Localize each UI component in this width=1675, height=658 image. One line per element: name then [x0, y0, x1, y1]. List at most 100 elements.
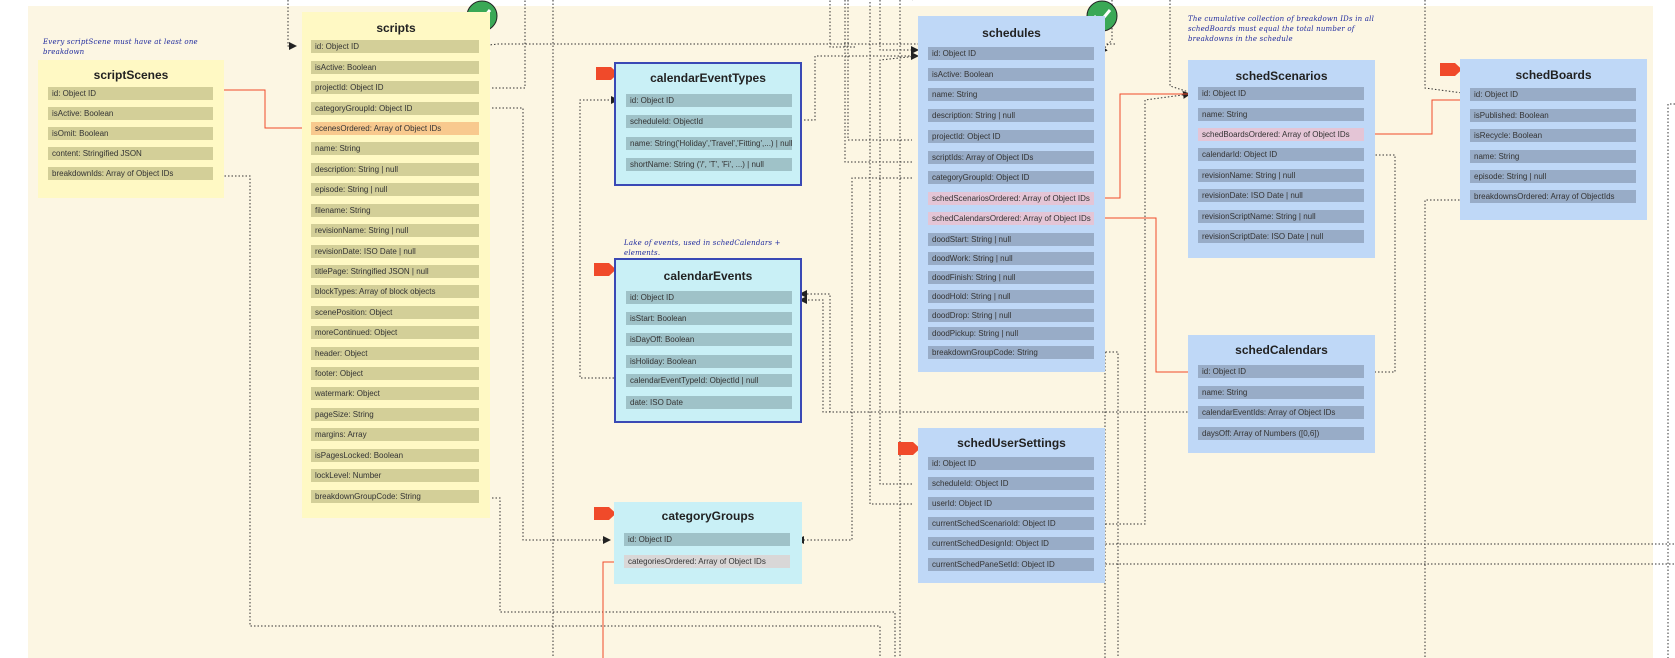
field-name: name: String	[928, 88, 1094, 101]
field-id: id: Object ID	[928, 457, 1094, 470]
entity-schedUserSettings: schedUserSettings id: Object ID schedule…	[918, 428, 1105, 583]
field-id: id: Object ID	[48, 87, 213, 100]
field-currentSchedScenarioId: currentSchedScenarioId: Object ID	[928, 517, 1094, 530]
field-pageSize: pageSize: String	[311, 408, 479, 421]
entity-title: calendarEvents	[663, 269, 753, 283]
field-isStart: isStart: Boolean	[626, 312, 792, 325]
entity-calendarEvents: calendarEvents id: Object ID isStart: Bo…	[614, 258, 802, 423]
flag-marker-icon	[594, 507, 616, 520]
field-isRecycle: isRecycle: Boolean	[1470, 129, 1636, 142]
field-userId: userId: Object ID	[928, 497, 1094, 510]
field-isPagesLocked: isPagesLocked: Boolean	[311, 449, 479, 462]
field-isHoliday: isHoliday: Boolean	[626, 355, 792, 368]
field-shortName: shortName: String ('/', 'T', 'Fi', ...) …	[626, 158, 792, 171]
field-categoryGroupId: categoryGroupId: Object ID	[311, 102, 479, 115]
note-calendarEvents: Lake of events, used in schedCalendars +…	[624, 239, 781, 257]
field-isPublished: isPublished: Boolean	[1470, 109, 1636, 122]
entity-schedBoards: schedBoards id: Object ID isPublished: B…	[1460, 59, 1647, 220]
field-categoriesOrdered: categoriesOrdered: Array of Object IDs	[624, 555, 790, 568]
field-scheduleId: scheduleId: Object ID	[928, 477, 1094, 490]
note-scriptScenes: Every scriptScene must have at least one…	[43, 38, 198, 56]
field-id: id: Object ID	[626, 291, 792, 304]
field-doodWork: doodWork: String | null	[928, 252, 1094, 265]
entity-title: calendarEventTypes	[650, 71, 766, 85]
field-revisionDate: revisionDate: ISO Date | null	[1198, 189, 1364, 202]
field-episode: episode: String | null	[1470, 170, 1636, 183]
field-filename: filename: String	[311, 204, 479, 217]
entity-scripts: scripts id: Object ID isActive: Boolean …	[302, 12, 490, 518]
field-revisionName: revisionName: String | null	[311, 224, 479, 237]
flag-marker-icon	[596, 67, 618, 80]
field-categoryGroupId: categoryGroupId: Object ID	[928, 171, 1094, 184]
entity-title: schedules	[982, 26, 1041, 40]
field-lockLevel: lockLevel: Number	[311, 469, 479, 482]
field-isDayOff: isDayOff: Boolean	[626, 333, 792, 346]
field-calendarId: calendarId: Object ID	[1198, 148, 1364, 161]
field-footer: footer: Object	[311, 367, 479, 380]
field-isActive: isActive: Boolean	[928, 68, 1094, 81]
field-breakdownGroupCode: breakdownGroupCode: String	[311, 490, 479, 503]
field-name: name: String	[1198, 386, 1364, 399]
field-watermark: watermark: Object	[311, 387, 479, 400]
field-schedScenariosOrdered: schedScenariosOrdered: Array of Object I…	[928, 192, 1094, 205]
field-id: id: Object ID	[1470, 88, 1636, 101]
field-date: date: ISO Date	[626, 396, 792, 409]
field-revisionScriptDate: revisionScriptDate: ISO Date | null	[1198, 230, 1364, 243]
field-calendarEventTypeId: calendarEventTypeId: ObjectId | null	[626, 374, 792, 387]
field-id: id: Object ID	[311, 40, 479, 53]
field-name: name: String	[1470, 150, 1636, 163]
entity-title: schedUserSettings	[957, 436, 1066, 450]
entity-title: schedCalendars	[1235, 343, 1328, 357]
field-revisionDate: revisionDate: ISO Date | null	[311, 245, 479, 258]
field-doodDrop: doodDrop: String | null	[928, 309, 1094, 322]
field-projectId: projectId: Object ID	[928, 130, 1094, 143]
note-schedScenarios: The cumulative collection of breakdown I…	[1188, 15, 1375, 43]
field-titlePage: titlePage: Stringified JSON | null	[311, 265, 479, 278]
entity-title: schedScenarios	[1235, 69, 1328, 83]
entity-title: scriptScenes	[93, 68, 169, 82]
field-scenePosition: scenePosition: Object	[311, 306, 479, 319]
wire-right-edge	[1667, 103, 1675, 658]
diagram-board	[28, 6, 1653, 658]
field-name: name: String('Holiday','Travel','Fitting…	[626, 137, 792, 150]
field-calendarEventIds: calendarEventIds: Array of Object IDs	[1198, 406, 1364, 419]
field-currentSchedDesignId: currentSchedDesignId: Object ID	[928, 537, 1094, 550]
field-breakdownGroupCode: breakdownGroupCode: String	[928, 346, 1094, 359]
field-description: description: String | null	[311, 163, 479, 176]
field-content: content: Stringified JSON	[48, 147, 213, 160]
field-isOmit: isOmit: Boolean	[48, 127, 213, 140]
field-scheduleId: scheduleId: ObjectId	[626, 115, 792, 128]
field-header: header: Object	[311, 347, 479, 360]
field-id: id: Object ID	[626, 94, 792, 107]
field-breakdownsOrdered: breakdownsOrdered: Array of ObjectIds	[1470, 190, 1636, 203]
field-scenesOrdered: scenesOrdered: Array of Object IDs	[311, 122, 479, 135]
field-revisionScriptName: revisionScriptName: String | null	[1198, 210, 1364, 223]
entity-schedScenarios: schedScenarios id: Object ID name: Strin…	[1188, 60, 1375, 258]
field-currentSchedPaneSetId: currentSchedPaneSetId: Object ID	[928, 558, 1094, 571]
entity-schedules: schedules id: Object ID isActive: Boolea…	[918, 16, 1105, 372]
field-description: description: String | null	[928, 109, 1094, 122]
field-scriptIds: scriptIds: Array of Object IDs	[928, 151, 1094, 164]
entity-schedCalendars: schedCalendars id: Object ID name: Strin…	[1188, 335, 1375, 453]
field-doodPickup: doodPickup: String | null	[928, 327, 1094, 340]
flag-marker-icon	[594, 263, 616, 276]
field-isActive: isActive: Boolean	[48, 107, 213, 120]
entity-title: scripts	[376, 21, 416, 35]
field-id: id: Object ID	[1198, 87, 1364, 100]
field-breakdownIds: breakdownIds: Array of Object IDs	[48, 167, 213, 180]
entity-title: schedBoards	[1515, 68, 1592, 82]
field-name: name: String	[311, 142, 479, 155]
field-id: id: Object ID	[624, 533, 790, 546]
field-doodHold: doodHold: String | null	[928, 290, 1094, 303]
entity-categoryGroups: categoryGroups id: Object ID categoriesO…	[614, 502, 802, 584]
field-doodStart: doodStart: String | null	[928, 233, 1094, 246]
field-margins: margins: Array	[311, 428, 479, 441]
flag-marker-icon	[1440, 63, 1462, 76]
field-schedCalendarsOrdered: schedCalendarsOrdered: Array of Object I…	[928, 212, 1094, 225]
field-id: id: Object ID	[928, 47, 1094, 60]
field-daysOff: daysOff: Array of Numbers ([0,6])	[1198, 427, 1364, 440]
field-doodFinish: doodFinish: String | null	[928, 271, 1094, 284]
entity-scriptScenes: scriptScenes id: Object ID isActive: Boo…	[38, 60, 224, 198]
field-isActive: isActive: Boolean	[311, 61, 479, 74]
